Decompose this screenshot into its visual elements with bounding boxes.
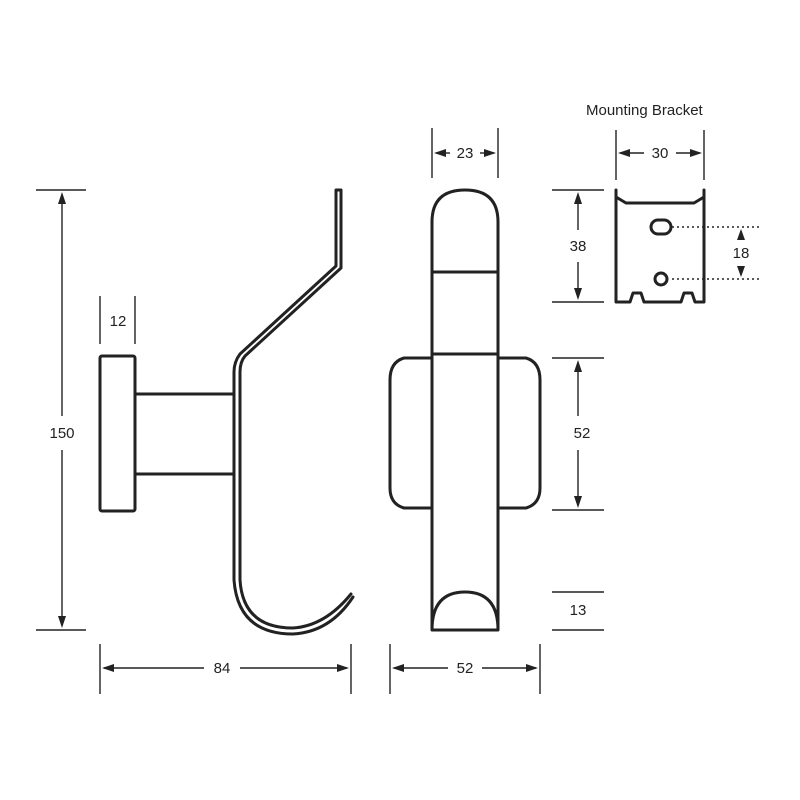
dim-label-84: 84 [214, 660, 231, 677]
dimension-lines: 150 12 84 23 [36, 128, 762, 694]
side-view [98, 188, 355, 636]
front-view [388, 188, 542, 632]
dim-width: 52 [389, 644, 541, 694]
dim-label-12: 12 [110, 313, 127, 330]
back-plate [388, 356, 542, 510]
dim-label-23: 23 [457, 145, 474, 162]
bracket-slot-hole [649, 218, 673, 236]
dim-label-150: 150 [49, 425, 74, 442]
dim-label-13: 13 [570, 602, 587, 619]
dim-label-38: 38 [570, 238, 587, 255]
dim-tip-height: 13 [552, 591, 604, 631]
dim-label-52-height: 52 [574, 425, 591, 442]
dim-label-18: 18 [733, 245, 750, 262]
dim-label-52-width: 52 [457, 660, 474, 677]
dim-bracket-height: 38 [552, 189, 604, 303]
hook-arm [133, 392, 236, 476]
dim-base-thickness: 12 [99, 296, 136, 344]
mounting-bracket: Mounting Bracket [586, 102, 706, 304]
dim-hole-spacing: 18 [672, 226, 762, 280]
bracket-title: Mounting Bracket [586, 102, 704, 119]
dim-top-width: 23 [431, 128, 499, 178]
dim-plate-height: 52 [552, 357, 604, 511]
hook-body [232, 188, 355, 636]
dim-label-30: 30 [652, 145, 669, 162]
dim-height-total: 150 [36, 189, 86, 631]
hook-front [430, 188, 500, 632]
dim-bracket-width: 30 [615, 130, 705, 180]
wall-base-plate [98, 354, 137, 513]
bracket-outline [614, 188, 706, 304]
bracket-round-hole [653, 271, 669, 287]
dim-depth: 84 [99, 644, 352, 694]
